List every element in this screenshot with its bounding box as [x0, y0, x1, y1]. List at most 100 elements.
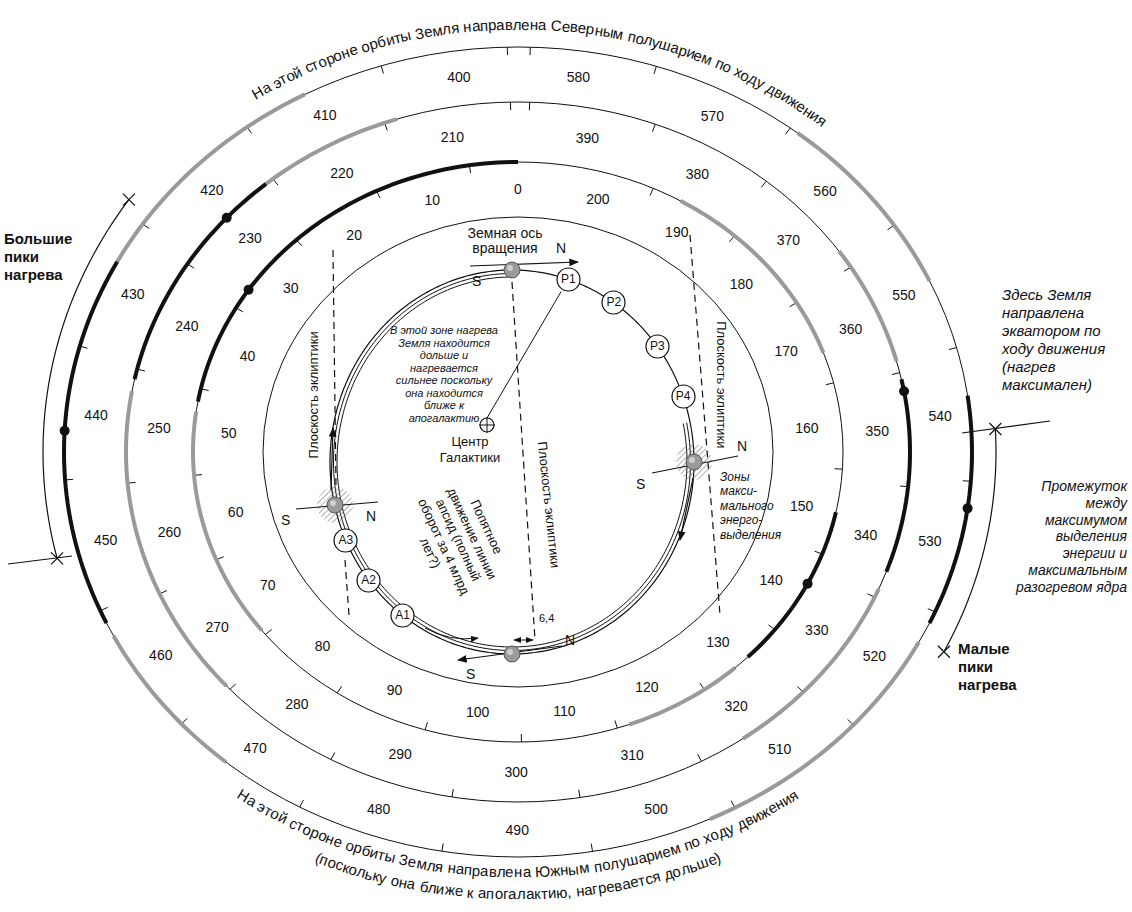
scale-tick — [300, 800, 304, 807]
peak-label: Большие пики нагрева — [4, 230, 76, 284]
arc-glyph: л — [497, 864, 506, 879]
scale-tick — [265, 629, 271, 634]
orbit-point-circle: A1 — [390, 603, 415, 628]
scale-ring — [263, 217, 773, 687]
scale-number: 440 — [84, 407, 107, 424]
scale-tick — [510, 102, 511, 110]
plane-label: Плоскость эклиптики — [714, 321, 730, 448]
scale-tick — [615, 721, 617, 729]
pole-label: N — [366, 508, 376, 525]
scale-number: 330 — [805, 622, 828, 639]
scale-number: 20 — [346, 227, 362, 244]
peak-dot — [803, 579, 813, 589]
scale-number: 310 — [621, 747, 644, 764]
scale-tick — [507, 47, 508, 55]
arc-glyph: ы — [568, 861, 580, 877]
arc-glyph: ы — [383, 848, 397, 865]
scale-number: 90 — [387, 682, 403, 699]
center-label: Центр Галактики — [435, 434, 505, 465]
scale-tick — [949, 348, 957, 350]
galaxy-center — [480, 418, 494, 432]
arc-glyph: в — [505, 17, 513, 32]
scale-tick — [591, 844, 592, 852]
earth-icon — [686, 454, 702, 470]
earth-icon — [327, 497, 343, 513]
arc-glyph: т — [540, 886, 548, 901]
arc-glyph: Ю — [535, 864, 551, 880]
earth-icon — [504, 262, 520, 278]
earth-icon — [507, 265, 513, 271]
scale-number: 490 — [506, 822, 529, 839]
point-label: P2 — [601, 290, 626, 315]
arc-glyph: е — [521, 16, 530, 31]
arc-glyph: а — [406, 876, 417, 892]
axis-label: Земная ось вращения — [460, 226, 550, 256]
pole-label: S — [472, 273, 481, 290]
dimension-label: 6,4 — [539, 612, 554, 625]
orbit-point-outline — [672, 385, 695, 408]
scale-tick — [337, 686, 341, 693]
arc-glyph: п — [480, 17, 489, 32]
scale-number: 140 — [759, 572, 782, 589]
scale-tick — [826, 383, 834, 385]
arc-glyph: ж — [550, 863, 561, 879]
orbit-point-circle: P1 — [556, 267, 581, 292]
arc-glyph: к — [534, 886, 541, 901]
scale-tick — [425, 722, 427, 730]
orbit-point-circle: P2 — [601, 290, 626, 315]
bracket-line — [8, 556, 72, 564]
scale-tick — [654, 66, 656, 74]
heating-band — [64, 262, 117, 623]
scale-number: 320 — [724, 698, 747, 715]
arc-glyph: о — [494, 886, 503, 901]
pole-label: N — [565, 632, 575, 649]
earth-icon — [330, 500, 336, 506]
earth-icon — [504, 646, 520, 662]
scale-ring — [64, 47, 972, 857]
scale-number: 190 — [665, 224, 688, 241]
arc-glyph: р — [472, 863, 481, 879]
scale-number: 180 — [730, 276, 753, 293]
heating-band — [710, 642, 919, 819]
arc-glyph: а — [538, 17, 547, 32]
plane-label: Плоскость эклиптики — [306, 331, 322, 458]
zone-label: Зоны макси- мального энерго- выделения — [720, 470, 782, 542]
pole-label: S — [281, 512, 290, 529]
scale-number: 380 — [686, 166, 709, 183]
scale-number: 410 — [313, 107, 336, 124]
orbit-point-outline — [334, 529, 357, 552]
orbit-point-outline — [391, 604, 414, 627]
orbit-point-outline — [557, 268, 580, 291]
arc-glyph: м — [578, 860, 590, 876]
arc-glyph: и — [547, 885, 556, 900]
orbit-point-outline — [646, 335, 669, 358]
heating-band — [193, 412, 262, 631]
scale-number: 70 — [260, 577, 276, 594]
orbit-point-circle: A2 — [356, 568, 381, 593]
scale-number: 290 — [389, 746, 412, 763]
ecliptic-plane — [345, 560, 349, 615]
scale-number: 80 — [315, 638, 331, 655]
scale-number: 30 — [283, 280, 299, 297]
scale-number: 210 — [441, 129, 464, 146]
heating-band — [135, 184, 266, 379]
scale-number: 400 — [447, 69, 470, 86]
arc-glyph: л — [517, 886, 526, 901]
scale-number: 130 — [706, 634, 729, 651]
scale-tick — [452, 789, 453, 797]
heating-band — [798, 133, 930, 281]
scale-number: 370 — [777, 232, 800, 249]
peak-dot — [899, 386, 909, 396]
heating-band — [266, 119, 397, 184]
scale-number: 460 — [149, 647, 172, 664]
scale-ring — [126, 102, 910, 802]
arc-glyph: а — [496, 17, 505, 32]
point-label: A2 — [356, 568, 381, 593]
peak-dot — [222, 213, 232, 223]
scale-tick — [834, 468, 842, 469]
plane-label: Плоскость эклиптики — [535, 441, 564, 569]
orbit-point-circle: P4 — [671, 384, 696, 409]
heating-band — [629, 668, 735, 725]
ecliptic-plane — [333, 250, 336, 488]
scale-number: 10 — [424, 192, 440, 209]
